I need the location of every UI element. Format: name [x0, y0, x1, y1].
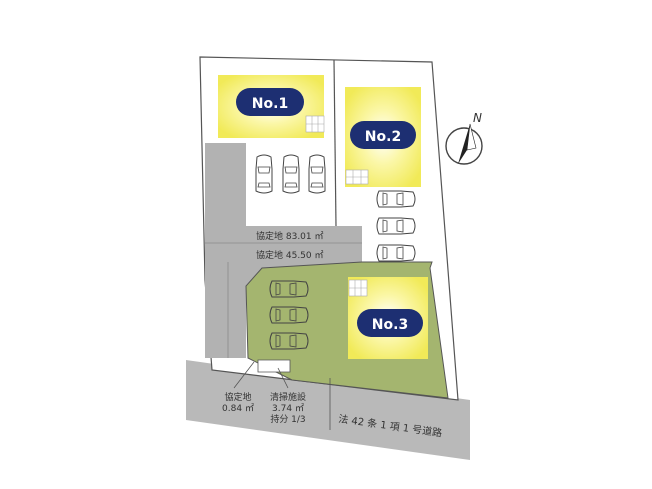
- lot-2-badge: No.2: [350, 121, 416, 149]
- agreement-land-label-2: 協定地 45.50 ㎡: [256, 249, 324, 261]
- cleaning-facility-title: 清掃施設: [270, 391, 306, 403]
- cleaning-facility-area: 3.74 ㎡: [272, 403, 304, 414]
- small-land-title: 協定地: [224, 391, 251, 403]
- utility-mark: [345, 169, 369, 185]
- small-land-area: 0.84 ㎡: [222, 403, 254, 414]
- lot-3-badge: No.3: [357, 309, 423, 337]
- utility-mark: [348, 279, 368, 297]
- road: [186, 360, 470, 460]
- lot-divider: [333, 59, 337, 227]
- north-arrow-icon: N: [445, 111, 483, 165]
- utility-mark: [305, 115, 325, 133]
- cleaning-facility: [257, 359, 291, 373]
- shared-driveway: [205, 143, 362, 358]
- agreement-land-label-1: 協定地 83.01 ㎡: [256, 230, 324, 242]
- cleaning-facility-share: 持分 1/3: [270, 413, 305, 425]
- svg-text:No.1: No.1: [252, 96, 288, 112]
- lot-1-badge: No.1: [236, 88, 304, 116]
- svg-text:No.2: No.2: [365, 129, 401, 145]
- svg-text:No.3: No.3: [372, 317, 408, 333]
- compass-label: N: [473, 111, 482, 125]
